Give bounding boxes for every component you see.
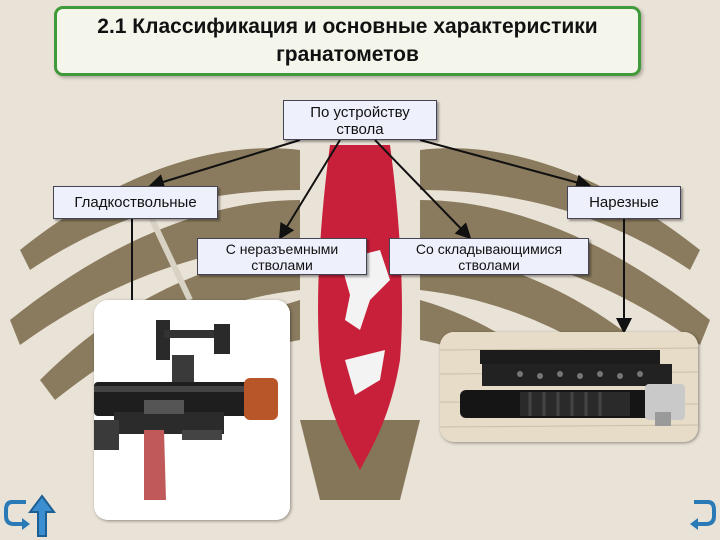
folding-barrel-node: Со складывающимися стволами	[389, 238, 589, 275]
rifled-node: Нарезные	[567, 186, 681, 219]
root-node-line-2: ствола	[284, 121, 436, 138]
non-detachable-barrel-node: С неразъемными стволами	[197, 238, 367, 275]
forward-return-icon[interactable]	[686, 494, 716, 534]
up-arrow-icon[interactable]	[28, 494, 56, 538]
title-line-2: гранатометов	[276, 43, 419, 66]
folding-line-1: Со складывающимися	[390, 241, 588, 257]
smoothbore-label: Гладкоствольные	[54, 187, 217, 218]
rifled-label: Нарезные	[568, 187, 680, 218]
root-node: По устройству ствола	[283, 100, 437, 140]
underbarrel-launcher-photo	[440, 332, 698, 442]
smoothbore-node: Гладкоствольные	[53, 186, 218, 219]
slide-title: 2.1 Классификация и основные характерист…	[97, 13, 597, 69]
non-detachable-line-1: С неразъемными	[198, 241, 366, 257]
non-detachable-line-2: стволами	[198, 257, 366, 273]
title-line-1: 2.1 Классификация и основные характерист…	[97, 15, 597, 38]
grenade-launcher-photo	[94, 300, 290, 520]
underbarrel-launcher-image	[440, 332, 698, 442]
folding-line-2: стволами	[390, 257, 588, 273]
root-node-line-1: По устройству	[284, 104, 436, 121]
grenade-launcher-image	[94, 300, 290, 520]
slide-title-box: 2.1 Классификация и основные характерист…	[54, 6, 641, 76]
